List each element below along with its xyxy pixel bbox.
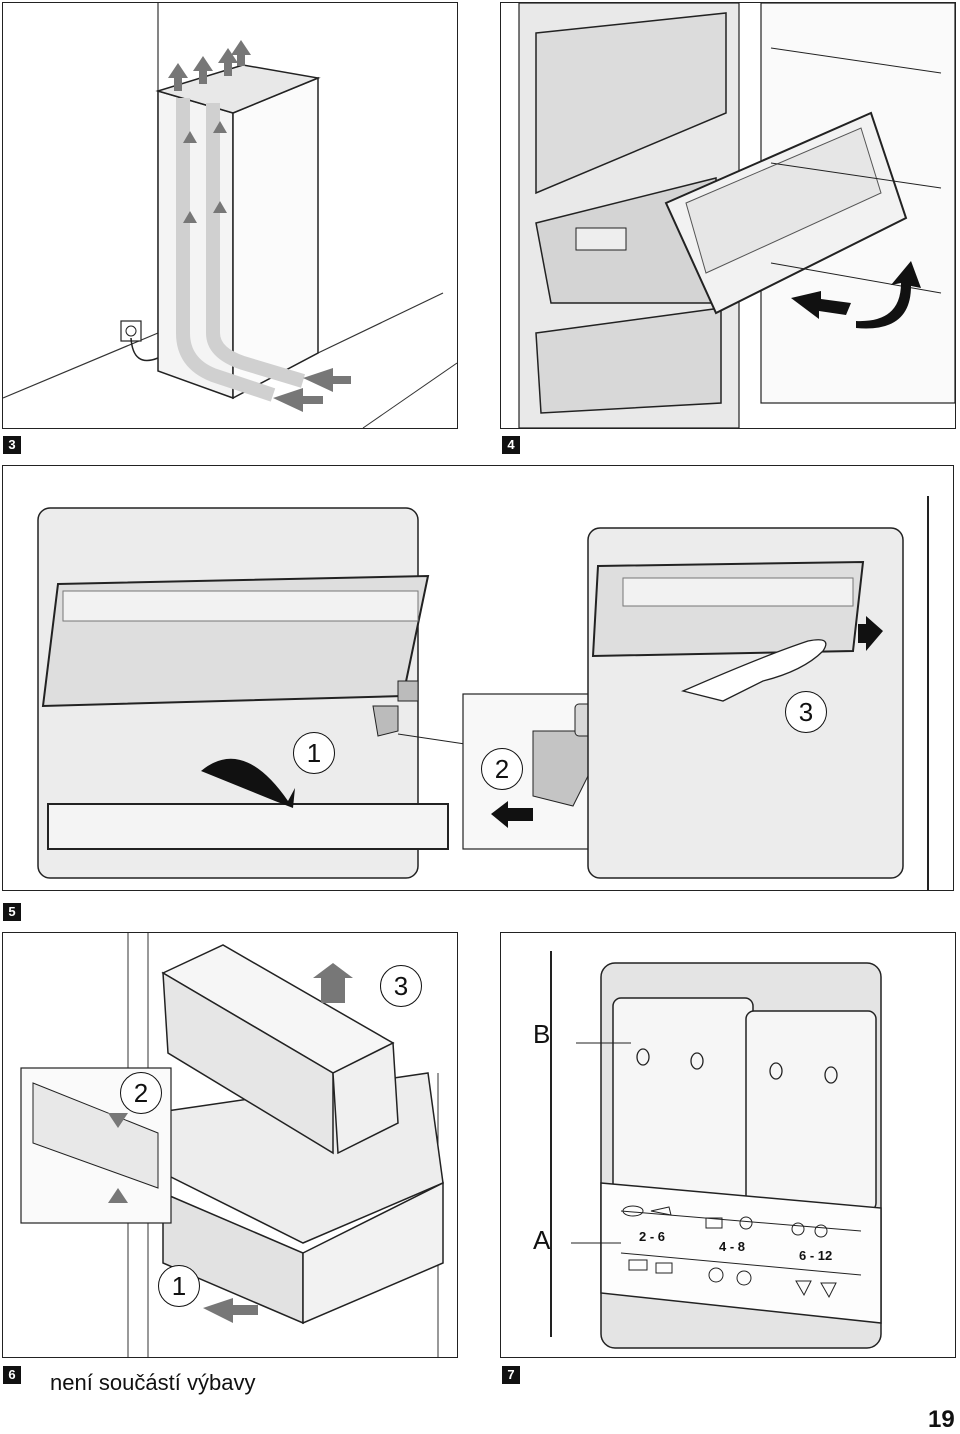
callout-3: 3 bbox=[785, 691, 827, 733]
drawer-accessory-illustration bbox=[20, 933, 444, 1357]
temp-range-2: 4 - 8 bbox=[719, 1239, 746, 1254]
figure-4-panel bbox=[500, 2, 956, 429]
figure-number-6: 6 bbox=[3, 1366, 21, 1384]
figure-5-panel: 1 2 3 bbox=[2, 465, 954, 891]
fridge-ventilation-illustration bbox=[3, 3, 457, 428]
label-b: B bbox=[533, 1019, 551, 1049]
figure-6-panel: 1 2 3 bbox=[2, 932, 458, 1358]
shelf-removal-illustration bbox=[37, 496, 929, 890]
rotate-arrow-icon bbox=[201, 758, 295, 808]
temp-range-1: 2 - 6 bbox=[639, 1229, 666, 1244]
direction-arrow-icon bbox=[791, 261, 921, 329]
direction-arrow-icon bbox=[108, 963, 353, 1323]
figure-number-3: 3 bbox=[3, 436, 21, 454]
air-flow-arrow-icon bbox=[168, 40, 351, 412]
freezer-drawer-removal-illustration bbox=[518, 3, 955, 428]
callout-1: 1 bbox=[158, 1265, 200, 1307]
figure-7-panel: B A 2 - 6 4 - 8 6 - 12 bbox=[500, 932, 956, 1358]
figure-6-caption: není součástí výbavy bbox=[50, 1370, 256, 1395]
drawer-front-labels-illustration bbox=[550, 951, 882, 1349]
callout-2: 2 bbox=[481, 748, 523, 790]
food-symbol-icon bbox=[622, 1205, 837, 1299]
label-a: A bbox=[533, 1225, 551, 1255]
callout-1: 1 bbox=[293, 732, 335, 774]
callout-2: 2 bbox=[120, 1072, 162, 1114]
power-socket-icon bbox=[120, 320, 159, 362]
callout-3: 3 bbox=[380, 965, 422, 1007]
page-number: 19 bbox=[928, 1406, 955, 1433]
figure-3-panel bbox=[2, 2, 458, 429]
figure-number-7: 7 bbox=[502, 1366, 520, 1384]
figure-number-5: 5 bbox=[3, 903, 21, 921]
temp-range-3: 6 - 12 bbox=[799, 1248, 833, 1263]
figure-number-4: 4 bbox=[502, 436, 520, 454]
